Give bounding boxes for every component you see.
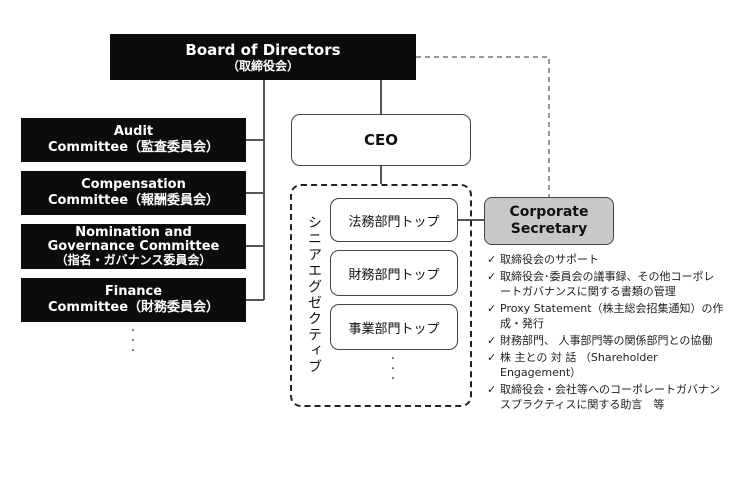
check-icon: ✓ [487, 270, 497, 283]
corporate-secretary-line2: Secretary [510, 221, 588, 237]
nomination-committee-line2: Governance Committee [47, 238, 220, 254]
legal-head-box: 法務部門トップ [330, 198, 458, 242]
duty-item: ✓ 株 主との 対 話 （Shareholder Engagement） [487, 350, 725, 380]
committees-more-dots: ··· [130, 323, 136, 359]
secretary-duties-list: ✓ 取締役会のサポート ✓ 取締役会･委員会の議事録、その他コーポレートガバナン… [487, 252, 725, 412]
check-icon: ✓ [487, 351, 497, 364]
senior-more-dots: ··· [390, 351, 396, 387]
duty-item: ✓ 取締役会･委員会の議事録、その他コーポレートガバナンスに関する書類の管理 [487, 269, 725, 299]
business-head-box: 事業部門トップ [330, 304, 458, 350]
duty-text: 取締役会のサポート [500, 253, 599, 266]
check-icon: ✓ [487, 334, 497, 347]
finance-head-label: 財務部門トップ [348, 267, 440, 283]
senior-executive-vertical-label: シニアエグゼクティブ [306, 215, 322, 375]
duty-item: ✓ Proxy Statement（株主総会招集通知）の作成・発行 [487, 301, 725, 331]
finance-committee-line1: Finance [104, 284, 163, 300]
nomination-governance-committee-box: Nomination and Governance Committee （指名・… [21, 224, 246, 269]
corporate-secretary-box: Corporate Secretary [484, 197, 614, 245]
legal-head-label: 法務部門トップ [348, 214, 440, 230]
ceo-box: CEO [291, 114, 471, 166]
nomination-committee-line1: Nomination and [75, 224, 192, 240]
check-icon: ✓ [487, 302, 497, 315]
duty-text: 取締役会･委員会の議事録、その他コーポレートガバナンスに関する書類の管理 [500, 270, 715, 298]
compensation-committee-line2: Committee（報酬委員会） [47, 193, 220, 208]
duty-text: 株 主との 対 話 （Shareholder Engagement） [500, 351, 658, 379]
compensation-committee-box: Compensation Committee（報酬委員会） [21, 171, 246, 215]
compensation-committee-line1: Compensation [81, 177, 186, 193]
duty-item: ✓ 取締役会のサポート [487, 252, 725, 267]
audit-committee-line1: Audit [113, 124, 154, 140]
business-head-label: 事業部門トップ [348, 321, 440, 337]
finance-head-box: 財務部門トップ [330, 250, 458, 296]
check-icon: ✓ [487, 253, 497, 266]
duty-text: Proxy Statement（株主総会招集通知）の作成・発行 [500, 302, 724, 330]
finance-committee-line2: Committee（財務委員会） [47, 300, 220, 315]
corporate-secretary-line1: Corporate [509, 204, 589, 221]
duty-text: 取締役会・会社等へのコーポレートガバナンスプラクティスに関する助言 等 [500, 383, 720, 411]
board-secretary-dashed-line [416, 56, 550, 197]
duty-item: ✓ 財務部門、 人事部門等の関係部門との協働 [487, 333, 725, 348]
finance-committee-box: Finance Committee（財務委員会） [21, 278, 246, 322]
nomination-committee-line3: （指名・ガバナンス委員会） [55, 253, 212, 268]
board-of-directors-box: Board of Directors （取締役会） [110, 34, 416, 80]
audit-committee-line2: Committee（監査委員会） [47, 140, 220, 155]
senior-executive-group [290, 184, 472, 407]
board-subtitle: （取締役会） [226, 58, 299, 73]
check-icon: ✓ [487, 383, 497, 396]
duty-text: 財務部門、 人事部門等の関係部門との協働 [500, 334, 713, 347]
audit-committee-box: Audit Committee（監査委員会） [21, 118, 246, 162]
ceo-label: CEO [363, 131, 398, 149]
duty-item: ✓ 取締役会・会社等へのコーポレートガバナンスプラクティスに関する助言 等 [487, 382, 725, 412]
board-title: Board of Directors [185, 40, 341, 59]
